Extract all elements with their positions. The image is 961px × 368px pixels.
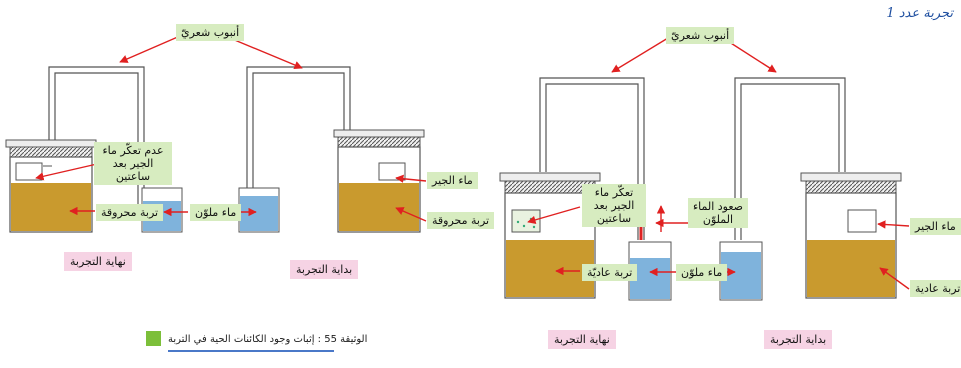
capillary-label-right: أنبوب شعريّ: [666, 27, 735, 44]
cup-right-start: [719, 241, 763, 301]
colored-water-label-left: ماء ملوّن: [190, 204, 242, 221]
beaker-left-start: [333, 129, 425, 233]
normal-soil-label-start: تربة عادية: [910, 280, 961, 297]
caption-underline: [168, 350, 334, 352]
figure-caption: الوثيقة 55 : إثبات وجود الكائنات الحية ف…: [168, 334, 368, 345]
document-title: تجربة عدد 1: [886, 6, 953, 21]
limewater-label-right: ماء الجير: [910, 218, 961, 235]
cloud-label: تعكّر ماء الجير بعد ساعتين: [582, 184, 646, 227]
rise-label: صعود الماء الملوّن: [688, 198, 748, 228]
colored-water-label-right: ماء ملوّن: [676, 264, 728, 281]
right-apparatus: [499, 37, 910, 301]
capillary-label-left: أنبوب شعريّ: [176, 24, 245, 41]
beaker-left-end: [5, 139, 97, 233]
end-label-left: نهاية التجربة: [64, 252, 132, 271]
burned-soil-label-end: تربة محروقة: [96, 204, 164, 221]
cup-left-start: [238, 187, 280, 233]
left-apparatus: [5, 35, 427, 233]
caption-marker: [146, 331, 161, 346]
start-label-left: بداية التجربة: [290, 260, 359, 279]
limewater-label-left: ماء الجير: [427, 172, 478, 189]
beaker-right-start: [800, 172, 902, 299]
end-label-right: نهاية التجربة: [548, 330, 616, 349]
normal-soil-label-end: تربة عاديّة: [582, 264, 638, 281]
no-cloud-label: عدم تعكّر ماء الجير بعد ساعتين: [94, 142, 172, 185]
burned-soil-label-start: تربة محروقة: [427, 212, 495, 229]
start-label-right: بداية التجربة: [764, 330, 833, 349]
beaker-right-end: [499, 172, 601, 299]
